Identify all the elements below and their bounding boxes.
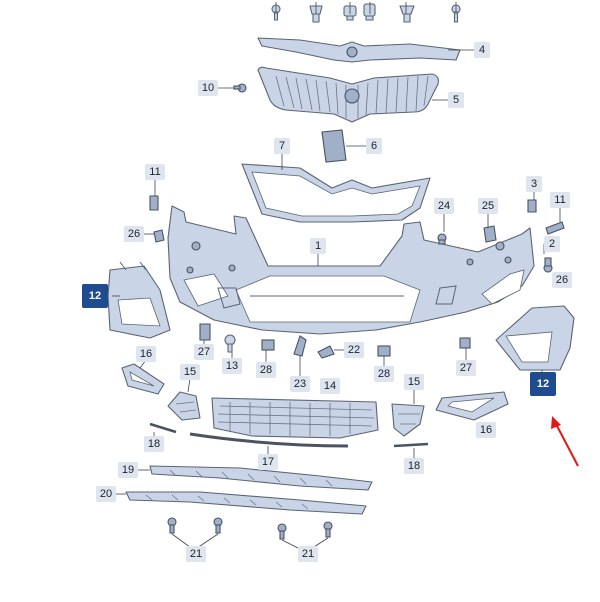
svg-text:26: 26 [556, 274, 568, 286]
bolts-left [167, 517, 223, 534]
svg-text:17: 17 [262, 456, 274, 468]
label-1: 1 [310, 238, 326, 254]
label-15-right: 15 [404, 374, 424, 390]
svg-text:5: 5 [453, 94, 459, 106]
label-11-right: 11 [550, 192, 570, 208]
lower-centre-grille [211, 397, 379, 439]
svg-text:11: 11 [149, 166, 160, 178]
upper-grille-trim [257, 37, 461, 63]
front-spoiler [149, 465, 373, 491]
svg-text:6: 6 [371, 140, 377, 152]
svg-text:24: 24 [438, 200, 450, 212]
label-28-left: 28 [256, 362, 276, 378]
label-5: 5 [448, 92, 464, 108]
svg-text:7: 7 [279, 140, 285, 152]
label-2: 2 [544, 236, 560, 252]
svg-text:15: 15 [408, 376, 420, 388]
svg-text:27: 27 [460, 362, 472, 374]
svg-text:27: 27 [198, 346, 210, 358]
svg-text:22: 22 [348, 344, 360, 356]
label-24: 24 [434, 198, 454, 214]
label-26-right: 26 [552, 272, 572, 288]
svg-text:25: 25 [482, 200, 494, 212]
underbody-guard [125, 491, 367, 515]
left-side-bracket [107, 261, 171, 339]
label-18-right: 18 [404, 458, 424, 474]
label-17: 17 [258, 454, 278, 470]
label-23: 23 [290, 376, 310, 392]
svg-text:12: 12 [89, 290, 101, 302]
svg-text:16: 16 [140, 348, 152, 360]
label-10: 10 [198, 80, 218, 96]
label-3: 3 [526, 176, 542, 192]
svg-text:26: 26 [128, 228, 140, 240]
label-16-left: 16 [136, 346, 156, 362]
label-21-right: 21 [298, 546, 318, 562]
clip-fastener-2 [399, 5, 415, 23]
radiator-grille [257, 66, 439, 123]
bolts-right [277, 521, 333, 540]
label-7: 7 [274, 138, 290, 154]
trim-strip-right [393, 442, 429, 448]
label-16-right: 16 [476, 422, 496, 438]
fasteners-left-upper [149, 195, 165, 243]
svg-text:23: 23 [294, 378, 306, 390]
svg-text:10: 10 [202, 82, 214, 94]
small-clips-row [199, 323, 471, 359]
label-13: 13 [222, 358, 242, 374]
grille-screw [233, 83, 247, 93]
grille-frame [241, 163, 431, 223]
svg-text:18: 18 [148, 438, 160, 450]
svg-text:1: 1 [315, 240, 321, 252]
svg-text:21: 21 [190, 548, 202, 560]
part-labels: 4 10 5 6 7 1 11 26 24 25 3 11 2 26 12 12… [82, 42, 572, 562]
svg-text:12: 12 [537, 378, 549, 390]
svg-text:28: 28 [260, 364, 272, 376]
label-25: 25 [478, 198, 498, 214]
label-19: 19 [118, 462, 138, 478]
label-20: 20 [96, 486, 116, 502]
label-22: 22 [344, 342, 364, 358]
svg-text:21: 21 [302, 548, 314, 560]
label-6: 6 [366, 138, 382, 154]
right-side-bracket [495, 305, 575, 371]
grille-bracket [321, 129, 347, 163]
label-15-left: 15 [180, 364, 200, 380]
label-14: 14 [320, 378, 340, 394]
svg-text:13: 13 [226, 360, 238, 372]
svg-text:14: 14 [324, 380, 336, 392]
label-27-right: 27 [456, 360, 476, 376]
svg-text:18: 18 [408, 460, 420, 472]
fog-light-frame-right [435, 391, 509, 421]
nut-fastener-2 [363, 3, 376, 21]
fog-light-frame-left [121, 363, 165, 395]
red-pointer-arrow [551, 416, 579, 467]
label-4: 4 [474, 42, 490, 58]
top-fasteners [271, 3, 461, 23]
svg-text:19: 19 [122, 464, 134, 476]
front-bumper-cover [167, 205, 535, 335]
side-grille-insert-left [167, 391, 201, 421]
label-11-left: 11 [145, 164, 165, 180]
label-12-right: 12 [530, 372, 556, 396]
label-21-left: 21 [186, 546, 206, 562]
svg-text:15: 15 [184, 366, 196, 378]
label-18-left: 18 [144, 436, 164, 452]
fasteners-right-upper [437, 199, 565, 273]
svg-text:28: 28 [378, 368, 390, 380]
svg-text:3: 3 [531, 178, 537, 190]
side-grille-insert-right [391, 403, 425, 437]
label-26-left: 26 [124, 226, 144, 242]
svg-text:16: 16 [480, 424, 492, 436]
label-28-right: 28 [374, 366, 394, 382]
svg-text:20: 20 [100, 488, 112, 500]
lower-trim-strip [189, 432, 349, 448]
trim-strip-left [149, 422, 177, 434]
svg-text:4: 4 [479, 44, 485, 56]
svg-text:2: 2 [549, 238, 555, 250]
svg-text:11: 11 [554, 194, 565, 206]
label-27-left: 27 [194, 344, 214, 360]
label-12-left: 12 [82, 284, 108, 308]
